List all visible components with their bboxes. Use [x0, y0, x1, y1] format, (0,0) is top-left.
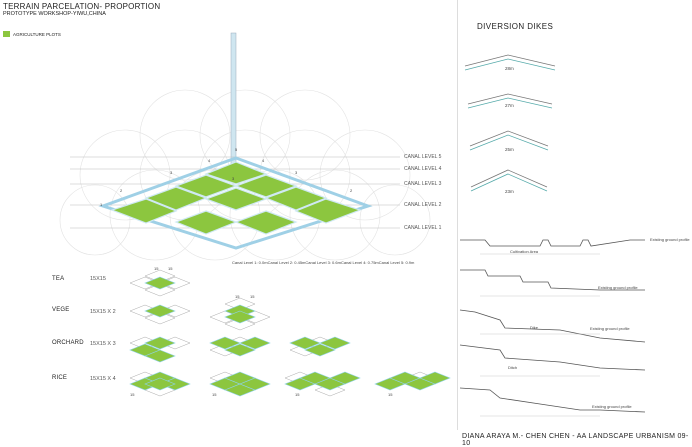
- crop-size-vege: 15X15 X 2: [90, 309, 116, 315]
- section-label: Existing ground profile: [650, 237, 690, 242]
- agriculture-plots: [110, 161, 362, 235]
- section-label: Existing ground profile: [592, 404, 632, 409]
- node-number: 4: [262, 158, 265, 163]
- canal-label-4: CANAL LEVEL 4: [404, 166, 442, 172]
- canal-label-2: CANAL LEVEL 2: [404, 202, 442, 208]
- plot-dim: 15: [168, 266, 173, 271]
- page-title: TERRAIN PARCELATION- PROPORTION: [3, 2, 161, 11]
- plot-dim: 15: [130, 392, 135, 397]
- plot-grids: [129, 269, 436, 397]
- plot-dim: 15: [235, 294, 240, 299]
- dikes-title: DIVERSION DIKES: [477, 22, 554, 31]
- section-profiles: [459, 239, 646, 413]
- canal-outline: [98, 156, 373, 250]
- canal-caption: Canal Level 1: 0.0mCanal Level 2: 0.45mC…: [232, 260, 415, 265]
- legend-swatch: [3, 31, 10, 37]
- crop-label-tea: TEA: [52, 276, 65, 282]
- plot-dim: 15: [212, 392, 217, 397]
- panel-divider: [457, 0, 458, 430]
- canal-label-3: CANAL LEVEL 3: [404, 181, 442, 187]
- legend: AGRICULTURE PLOTS: [3, 31, 61, 37]
- crop-size-tea: 15X15: [90, 276, 106, 282]
- plot-fills: [129, 276, 451, 397]
- node-number: 1: [100, 202, 103, 207]
- section-label: Existing ground profile: [590, 326, 630, 331]
- dike-width-2: 27m: [505, 103, 514, 108]
- footer-credits: DIANA ARAYA M.- CHEN CHEN - AA LANDSCAPE…: [462, 433, 689, 447]
- section-label: Cultivation Area: [510, 249, 539, 254]
- crop-size-orchard: 15X15 X 3: [90, 341, 116, 347]
- node-number: 5: [235, 147, 238, 152]
- dike-profiles: [464, 54, 556, 192]
- dike-width-1: 28m: [505, 66, 514, 71]
- dike-width-3: 25m: [505, 147, 514, 152]
- node-number: 3: [232, 176, 235, 181]
- plot-dim: 15: [388, 392, 393, 397]
- dike-width-4: 23m: [505, 189, 514, 194]
- canal-label-5: CANAL LEVEL 5: [404, 154, 442, 160]
- node-number: 3: [295, 170, 298, 175]
- node-number: 2: [350, 188, 353, 193]
- crop-size-rice: 15X15 X 4: [90, 376, 116, 382]
- crop-label-vege: VEGE: [52, 307, 70, 313]
- crop-label-rice: RICE: [52, 375, 68, 381]
- crop-label-orchard: ORCHARD: [52, 340, 84, 346]
- canal-label-1: CANAL LEVEL 1: [404, 225, 442, 231]
- section-label: Ditch: [508, 365, 518, 370]
- node-number: 4: [208, 158, 211, 163]
- plot-dim: 15: [295, 392, 300, 397]
- section-label: Dike: [530, 325, 539, 330]
- plot-dim: 15: [250, 294, 255, 299]
- node-number: 3: [170, 170, 173, 175]
- section-dim-lines: [480, 253, 600, 417]
- plot-dim: 15: [154, 266, 159, 271]
- legend-label: AGRICULTURE PLOTS: [13, 31, 61, 37]
- section-label: Existing ground profile: [598, 285, 638, 290]
- node-number: 2: [120, 188, 123, 193]
- page-subtitle: PROTOTYPE WORKSHOP-YIWU,CHINA: [3, 11, 106, 17]
